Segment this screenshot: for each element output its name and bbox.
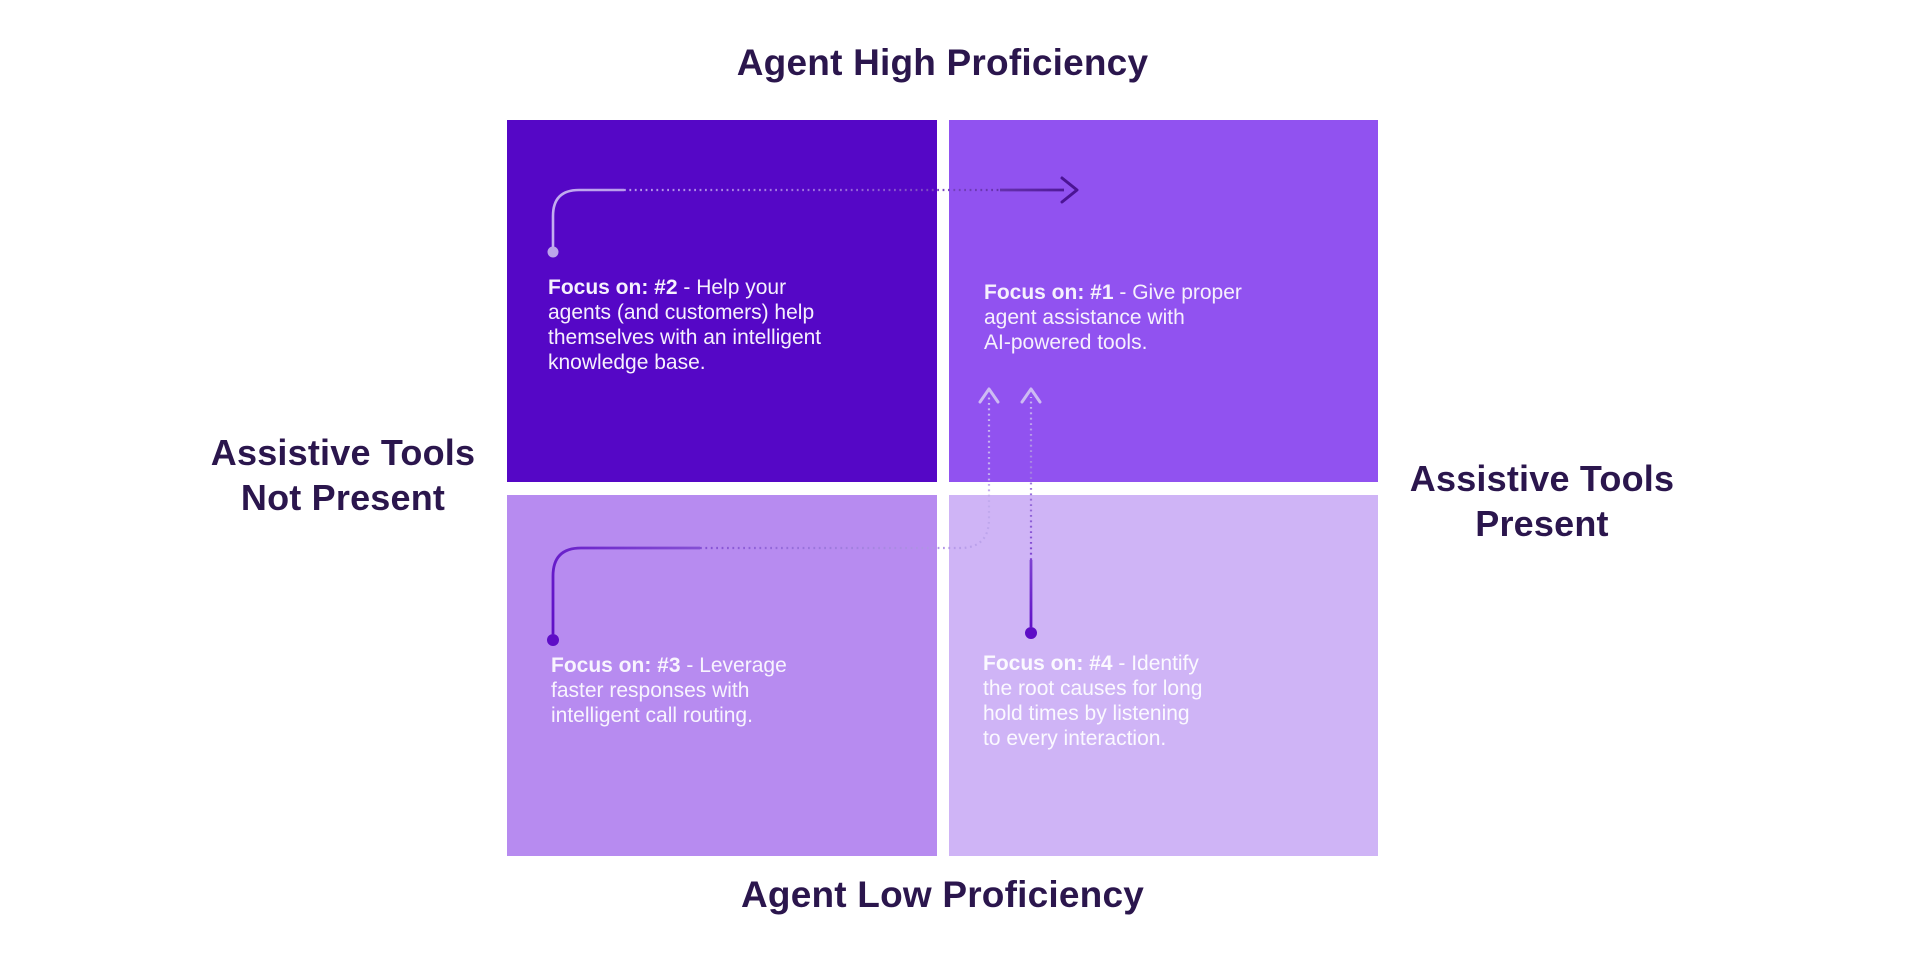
quadrant-2-text: Focus on: #2 - Help your agents (and cus… (548, 275, 821, 375)
axis-label-right-line1: Assistive Tools (1409, 458, 1675, 499)
quadrant-bottom-right (949, 495, 1378, 856)
quadrant-2-line4: knowledge base. (548, 351, 706, 374)
axis-label-top: Agent High Proficiency (736, 42, 1149, 83)
quadrant-2-line2: agents (and customers) help (548, 301, 815, 324)
quadrant-3-line1-rest: - Leverage (680, 654, 787, 677)
quadrant-4-text: Focus on: #4 - Identify the root causes … (983, 651, 1202, 751)
quadrant-1-focus-label: Focus on: #1 (984, 281, 1114, 304)
quadrant-1-line3: AI-powered tools. (984, 331, 1148, 354)
quadrant-2-line3: themselves with an intelligent (548, 326, 822, 349)
axis-label-left-line2: Not Present (240, 477, 446, 518)
axis-label-left-line1: Assistive Tools (210, 432, 476, 473)
quadrant-1-line2: agent assistance with (984, 306, 1185, 329)
quadrant-4-line1: Focus on: #4 - Identify (983, 651, 1202, 676)
quadrant-1-text: Focus on: #1 - Give proper agent assista… (984, 280, 1242, 355)
quadrant-3-line1: Focus on: #3 - Leverage (551, 653, 787, 678)
axis-label-left: Assistive Tools Not Present (183, 430, 503, 520)
quadrant-2-focus-label: Focus on: #2 (548, 276, 678, 299)
quadrant-1-line1-rest: - Give proper (1113, 281, 1242, 304)
axis-label-right: Assistive Tools Present (1382, 456, 1702, 546)
quadrant-3-line3: intelligent call routing. (551, 704, 753, 727)
quadrant-2-line1-rest: - Help your (677, 276, 787, 299)
quadrant-3-line2: faster responses with (551, 679, 750, 702)
quadrant-1-line1: Focus on: #1 - Give proper (984, 280, 1242, 305)
axis-label-bottom: Agent Low Proficiency (740, 874, 1145, 915)
quadrant-4-line2: the root causes for long (983, 677, 1203, 700)
axis-label-right-line2: Present (1475, 503, 1609, 544)
quadrant-4-line4: to every interaction. (983, 727, 1167, 750)
quadrant-2-line1: Focus on: #2 - Help your (548, 275, 821, 300)
quadrant-4-line1-rest: - Identify (1112, 652, 1199, 675)
quadrant-4-line3: hold times by listening (983, 702, 1190, 725)
quadrant-3-text: Focus on: #3 - Leverage faster responses… (551, 653, 787, 728)
quadrant-top-right (949, 120, 1378, 482)
quadrant-3-focus-label: Focus on: #3 (551, 654, 681, 677)
quadrant-4-focus-label: Focus on: #4 (983, 652, 1113, 675)
